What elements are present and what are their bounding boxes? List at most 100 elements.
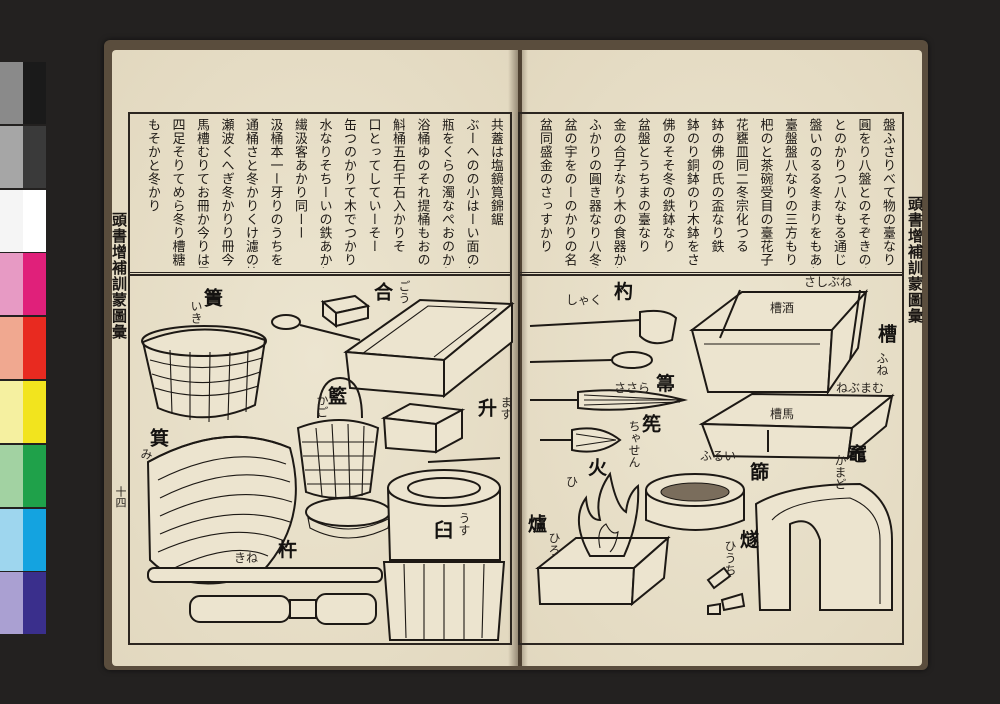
label-furui-reading: ふるい — [700, 449, 737, 463]
text-column: 盆同盛金のさっすかり — [537, 118, 552, 253]
label-kamado: 竈 — [845, 444, 867, 463]
mortar-illustration — [382, 469, 506, 641]
hanging-basket-illustration — [296, 376, 391, 539]
label-sashibune: さしぶね — [804, 275, 853, 289]
hearth-fire-illustration — [535, 471, 671, 607]
text-column: 金の合子なり木の食器かり — [610, 118, 626, 268]
small-masu-box-illustration — [380, 402, 501, 463]
label-lidbox-reading: ごう — [397, 280, 411, 304]
text-column: 花甕皿同二冬宗化つる — [733, 118, 748, 253]
round-basket-illustration — [141, 325, 267, 423]
text-column: 四足そりてめら冬り槽糖ぞ — [169, 118, 185, 268]
large-masu-box-illustration — [343, 298, 515, 399]
left-page-illustration-frame — [128, 272, 512, 645]
label-hi: 火 — [588, 457, 608, 479]
calibration-patch — [0, 253, 23, 316]
text-column: とのかりつ八なもる通じとく — [831, 118, 846, 268]
text-column: 杷のと茶碗受目の臺花子 — [757, 118, 773, 267]
label-masu: 升 — [475, 398, 497, 417]
text-column: 馬槽むりてお冊か今りは馬の — [194, 118, 209, 268]
tea-whisk-illustration — [540, 427, 622, 453]
label-hiuchi: 燧 — [740, 529, 760, 551]
label-mi: 箕 — [147, 428, 169, 447]
text-column: 盆盤とうちまの臺なり — [635, 118, 650, 253]
text-column: ぶーへのの小はーい面の奴 — [463, 118, 479, 268]
label-kine-reading: きね — [234, 551, 259, 565]
text-column: 盤いのるる冬まりをもあり — [806, 118, 822, 268]
pestle-illustration — [147, 567, 383, 625]
text-column: 盤ふさりべて物の臺なり — [880, 118, 895, 267]
calibration-patch — [23, 508, 46, 571]
text-column: 瓶をくらの濁なぺおのかりば — [439, 118, 454, 268]
calibration-patch — [0, 444, 23, 507]
whisk-broom-illustration — [530, 389, 688, 411]
label-lidbox: 合 — [371, 282, 393, 301]
measure-box-illustration — [271, 294, 371, 341]
text-column: 斛桶五石千石入かりそ — [390, 118, 405, 253]
right-page-text-frame — [518, 112, 904, 276]
calibration-patch — [0, 189, 23, 252]
label-furui: 篩 — [747, 462, 769, 481]
calibration-patch — [23, 317, 46, 380]
label-mi-reading: み — [139, 448, 153, 460]
cooking-stove-illustration — [754, 482, 893, 611]
calibration-patch — [0, 572, 23, 635]
label-ro-reading: ひろ — [547, 532, 561, 556]
left-page-text-frame — [128, 112, 512, 276]
calibration-patch — [23, 572, 46, 635]
label-masu-reading: ます — [499, 396, 513, 420]
text-column: 缶つのかりて木でつかり — [341, 118, 356, 267]
label-basket: 簀 — [201, 288, 223, 307]
right-page-illustration-frame — [518, 272, 904, 645]
calibration-patch — [0, 508, 23, 571]
calibration-patch — [23, 62, 46, 124]
text-column: 臺盤盤八なりの三方もり — [782, 118, 797, 267]
text-column: 佛のそそ冬の鉄鉢なり — [659, 118, 675, 253]
text-column: 圓をり八盤とのそぞきのゆ — [855, 118, 871, 268]
text-column: 瀬波くへぎ冬かりり冊今ぇみ — [218, 118, 234, 268]
label-kine: 杵 — [278, 539, 298, 561]
label-sasara-reading: ささら — [614, 381, 651, 395]
label-usu: 臼 — [431, 520, 453, 539]
label-ro: 爐 — [525, 514, 547, 533]
label-usu-reading: うす — [457, 512, 471, 536]
label-sasara: 箒 — [656, 373, 676, 395]
winnow-illustration — [146, 435, 297, 585]
calibration-patch — [23, 381, 46, 443]
label-chasen: 筅 — [639, 414, 661, 433]
text-column: 鉢の佛の氏の盃なり鉄 — [708, 118, 724, 253]
calibration-patch — [0, 62, 23, 124]
text-column: 通桶さと冬かりくけ濾の搗さ — [243, 118, 258, 268]
text-column: 汲桶本一ー牙りのうちをと — [267, 118, 283, 268]
calibration-patch — [23, 253, 46, 316]
text-column: 共蓋は塩鏡筧錦鋸 — [488, 118, 503, 226]
left-running-title: 頭書增補訓蒙圖彙 — [110, 212, 128, 340]
text-column: もそかと冬かり — [145, 118, 160, 213]
text-column: 水なりそちーいの鉄あかりを — [316, 118, 332, 268]
label-chasen-reading: ちゃせん — [627, 420, 641, 468]
ladle-illustration — [529, 309, 678, 369]
flint-striker-illustration — [706, 566, 746, 615]
calibration-patch — [23, 189, 46, 252]
label-fune: 槽 — [875, 324, 897, 343]
right-running-title: 頭書增補訓蒙圖彙 — [906, 196, 924, 324]
left-page-number: 十四 — [114, 486, 127, 508]
text-column: 浴桶ゆのそれ提桶もおの — [414, 118, 430, 267]
calibration-patch — [0, 381, 23, 443]
label-hi-reading: ひ — [566, 475, 579, 489]
label-shaku-reading: しゃく — [566, 293, 603, 307]
calibration-patch — [0, 125, 23, 188]
label-kago-reading: かご — [315, 394, 329, 418]
calibration-patch — [0, 317, 23, 380]
label-fune-reading: ふね — [875, 352, 889, 376]
text-column: ふかりの圓き器なり八冬きれ — [586, 118, 601, 268]
text-column: 口とってしていーそー — [365, 118, 381, 253]
label-bunehi: ねぶまむ — [836, 381, 885, 395]
color-calibration-strip — [0, 62, 46, 636]
label-hiuchi-reading: ひうち — [723, 540, 737, 576]
label-kago: 籃 — [325, 386, 347, 405]
sieve-illustration — [645, 473, 745, 531]
text-column: 繊汲客あかり同ーー — [292, 118, 307, 240]
